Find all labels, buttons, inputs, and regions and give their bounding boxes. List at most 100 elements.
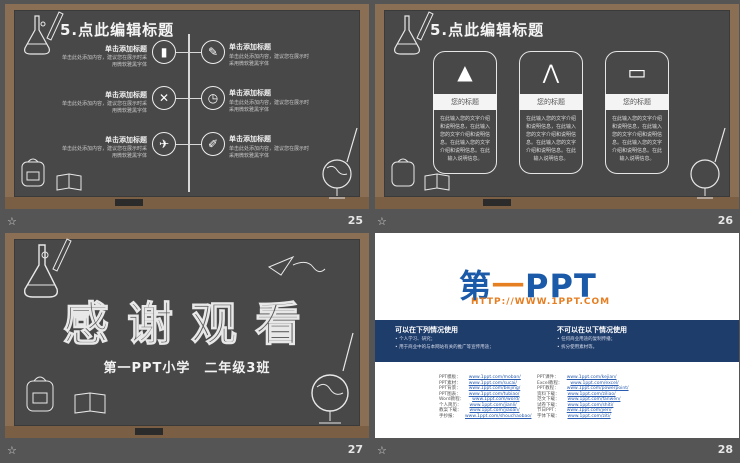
- link-url[interactable]: www.1ppt.com/jianli/: [469, 402, 517, 408]
- item-heading: 单击添加标题: [229, 43, 271, 51]
- link-url[interactable]: www.1ppt.com/ziti/: [567, 413, 611, 419]
- link-label: PPT模板：: [439, 375, 461, 380]
- link-label: 个人简历：: [439, 402, 462, 408]
- link-url[interactable]: www.1ppt.com/shouchaobao/: [465, 413, 532, 419]
- link-row: PPT教程： www.1ppt.com/powerpoint/: [537, 386, 629, 392]
- backpack-doodle-icon: [391, 158, 415, 187]
- pencil-doodle-icon: [416, 11, 434, 41]
- left-text-1: 单击添加标题: [67, 44, 147, 54]
- usage-band: 可以在下列情况使用 • 个人学习、研究； • 用于商业中的与本网站有关的推广等宣…: [375, 320, 739, 362]
- link-label: 手抄报：: [439, 413, 457, 419]
- flask-doodle-icon: [23, 244, 59, 298]
- link-url[interactable]: www.1ppt.com/jieri/: [566, 408, 612, 413]
- book-doodle-icon: [424, 173, 450, 191]
- item-desc: 单击此处添加内容，建议您在展示时采用微软雅黑字体: [62, 55, 148, 68]
- compass-drawing-icon: ⋀: [542, 60, 560, 84]
- link-url[interactable]: www.1ppt.com/shiti/: [567, 402, 614, 408]
- link-url[interactable]: www.1ppt.com/sucai/: [468, 380, 517, 386]
- link-url[interactable]: www.1ppt.com/excel/: [570, 380, 619, 386]
- link-label: PPT背景：: [439, 386, 461, 391]
- star-icon[interactable]: ☆: [7, 215, 17, 228]
- star-icon[interactable]: ☆: [7, 444, 17, 457]
- link-label: 字体下载：: [537, 413, 560, 419]
- alarm-clock-icon: ◷: [201, 86, 225, 110]
- item-desc: 单击此处添加内容，建议您在展示时采用微软雅黑字体: [229, 146, 310, 159]
- link-row: PPT素材： www.1ppt.com/sucai/: [439, 381, 531, 387]
- flask-doodle-icon: [394, 15, 420, 55]
- item-desc: 单击此处添加内容，建议您在展示时采用微软雅黑字体: [229, 100, 310, 113]
- link-label: PPT图表：: [439, 391, 461, 397]
- link-row: 范文下载： www.1ppt.com/fanwen/: [537, 397, 629, 403]
- item-desc: 单击此处添加内容，建议您在展示时采用微软雅黑字体: [62, 101, 148, 114]
- chalkboard: [14, 10, 360, 197]
- card-title: 您的标题: [519, 94, 583, 110]
- link-url[interactable]: www.1ppt.com/kejian/: [566, 375, 617, 380]
- slide-thumbnail-27[interactable]: 感谢观看 第一PPT小学 二年级3班 ☆ 27: [5, 233, 369, 461]
- allowed-column: 可以在下列情况使用 • 个人学习、研究； • 用于商业中的与本网站有关的推广等宣…: [395, 325, 565, 351]
- glue-bottle-icon: ▲: [457, 60, 473, 84]
- link-url[interactable]: www.1ppt.com/jiaoan/: [469, 408, 520, 413]
- slide-thumbnail-26[interactable]: 5.点此编辑标题 ▲ 您的标题 在此输入您的文字介绍和说明信息，在此输入您的文字…: [375, 4, 739, 232]
- link-label: PPT素材：: [439, 380, 461, 386]
- forbidden-line: • 任何商业用途的复制传播；: [557, 337, 616, 342]
- link-row: 手抄报： www.1ppt.com/shouchaobao/: [439, 414, 531, 420]
- backpack-doodle-icon: [26, 376, 54, 412]
- globe-doodle-icon: [311, 374, 349, 424]
- link-label: 范文下载：: [537, 397, 560, 402]
- link-label: 资料下载：: [537, 391, 560, 397]
- ruler-doodle-icon: [346, 127, 358, 163]
- link-label: Excel教程：: [537, 380, 563, 386]
- allowed-line: • 个人学习、研究；: [395, 337, 436, 342]
- forbidden-column: 不可以在以下情况使用 • 任何商业用途的复制传播； • 拆分使用素材等。: [557, 325, 727, 351]
- eraser: [135, 428, 163, 435]
- link-label: 教案下载：: [439, 408, 462, 413]
- slide-thumbnail-25[interactable]: 5.点此编辑标题 单击添加标题 单击此处添加内容，建议您在展示时采用微软雅黑字体…: [5, 4, 369, 232]
- flask-doodle-icon: [24, 15, 50, 55]
- link-url[interactable]: www.1ppt.com/ziliao/: [567, 391, 616, 397]
- item-desc: 单击此处添加内容，建议您在展示时采用微软雅黑字体: [62, 146, 148, 159]
- star-icon[interactable]: ☆: [377, 215, 387, 228]
- slide-thumbnail-28[interactable]: 第一PPT HTTP://WWW.1PPT.COM 可以在下列情况使用 • 个人…: [375, 233, 739, 461]
- item-heading: 单击添加标题: [105, 91, 147, 99]
- allowed-title: 可以在下列情况使用: [395, 326, 458, 334]
- pin-icon: ✐: [201, 132, 225, 156]
- link-url[interactable]: www.1ppt.com/tubiao/: [468, 391, 520, 397]
- link-label: PPT教程：: [537, 386, 559, 391]
- left-text-3: 单击添加标题: [67, 135, 147, 145]
- card-body: 在此输入您的文字介绍和说明信息，在此输入您的文字介绍和说明信息。在此输入您的文字…: [440, 116, 491, 162]
- connector-line: [176, 98, 201, 99]
- card-body: 在此输入您的文字介绍和说明信息，在此输入您的文字介绍和说明信息。在此输入您的文字…: [526, 116, 577, 162]
- link-row: PPT背景： www.1ppt.com/beijing/: [439, 386, 531, 392]
- slide-canvas: 5.点此编辑标题 单击添加标题 单击此处添加内容，建议您在展示时采用微软雅黑字体…: [5, 4, 369, 209]
- info-card-1: ▲ 您的标题 在此输入您的文字介绍和说明信息，在此输入您的文字介绍和说明信息。在…: [433, 51, 497, 174]
- connector-line: [176, 144, 201, 145]
- backpack-doodle-icon: [21, 158, 45, 187]
- link-url[interactable]: www.1ppt.com/fanwen/: [567, 397, 621, 402]
- connector-line: [176, 52, 201, 53]
- item-heading: 单击添加标题: [105, 45, 147, 53]
- slide-title: 5.点此编辑标题: [430, 21, 545, 39]
- link-row: 字体下载： www.1ppt.com/ziti/: [537, 414, 629, 420]
- link-url[interactable]: www.1ppt.com/powerpoint/: [566, 386, 629, 391]
- link-url[interactable]: www.1ppt.com/beijing/: [468, 386, 521, 391]
- info-card-2: ⋀ 您的标题 在此输入您的文字介绍和说明信息，在此输入您的文字介绍和说明信息。在…: [519, 51, 583, 174]
- links-left: PPT模板： www.1ppt.com/moban/PPT素材： www.1ppt.…: [439, 375, 531, 419]
- item-heading: 单击添加标题: [105, 136, 147, 144]
- card-title: 您的标题: [433, 94, 497, 110]
- pencil-doodle-icon: [46, 11, 64, 41]
- star-icon[interactable]: ☆: [377, 444, 387, 457]
- link-url[interactable]: www.1ppt.com/word/: [472, 397, 520, 402]
- pencil-doodle-icon: [52, 238, 72, 272]
- right-item-1: 单击添加标题 单击此处添加内容，建议您在展示时采用微软雅黑字体: [229, 42, 369, 68]
- item-desc-row: 单击此处添加内容，建议您在展示时采用微软雅黑字体: [62, 99, 147, 115]
- slide-footer: ☆ 25: [5, 209, 369, 232]
- link-row: Word教程：www.1ppt.com/word/: [439, 397, 531, 403]
- left-text-2: 单击添加标题: [67, 90, 147, 100]
- info-card-3: ▭ 您的标题 在此输入您的文字介绍和说明信息，在此输入您的文字介绍和说明信息。在…: [605, 51, 669, 174]
- chalk-rail: [5, 426, 369, 438]
- links-right: PPT课件：www.1ppt.com/kejian/Excel教程：www.1p…: [537, 375, 629, 419]
- logo-ppt: PPT: [525, 267, 597, 305]
- brand-logo: 第一PPT: [459, 261, 597, 307]
- link-url[interactable]: www.1ppt.com/moban/: [468, 375, 521, 380]
- logo-url: HTTP://WWW.1PPT.COM: [471, 297, 611, 307]
